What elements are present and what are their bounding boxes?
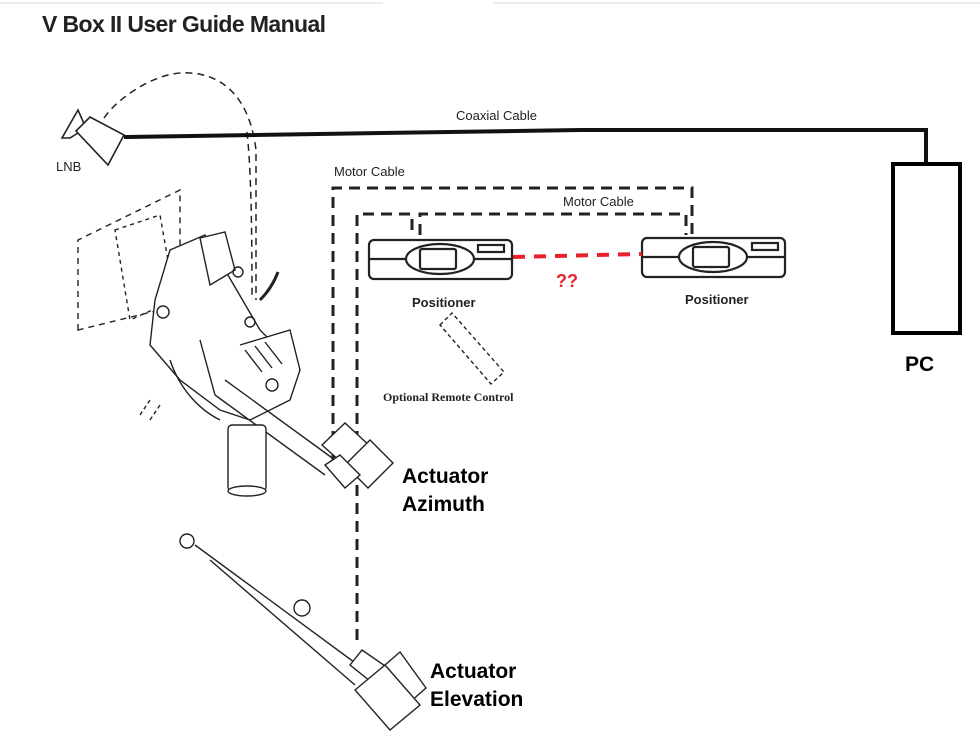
page-title: V Box II User Guide Manual — [42, 11, 326, 37]
motor-cable-inner — [355, 212, 414, 640]
actuator-elevation-icon — [179, 533, 427, 731]
pc-label: PC — [905, 353, 934, 376]
lnb-label: LNB — [56, 159, 81, 174]
unknown-link-label: ?? — [556, 271, 578, 291]
dish-mount-icon — [77, 188, 336, 497]
pc-icon — [891, 162, 962, 335]
lnb-icon — [60, 108, 126, 167]
feed-arm-arc-inner — [246, 131, 253, 301]
top-border-right — [493, 2, 980, 4]
positioner-left-icon — [367, 238, 514, 281]
positioner-left-label: Positioner — [412, 295, 476, 310]
positioner-right-icon — [640, 236, 787, 279]
remote-control-icon — [439, 311, 505, 386]
motor-cable-outer — [331, 186, 694, 460]
motor-cable-outer-label: Motor Cable — [334, 164, 405, 179]
actuator-azimuth-label-line2: Azimuth — [402, 493, 485, 516]
coaxial-cable-label: Coaxial Cable — [456, 108, 537, 123]
feed-arm-arc — [103, 72, 257, 300]
positioner-right-label: Positioner — [685, 292, 749, 307]
motor-cable-inner-right — [418, 212, 688, 235]
motor-cable-inner-label: Motor Cable — [563, 194, 634, 209]
actuator-azimuth-icon — [320, 422, 394, 489]
top-border-left — [0, 2, 383, 4]
actuator-elevation-label-line1: Actuator — [430, 660, 516, 683]
unknown-link-line — [512, 252, 643, 259]
coaxial-cable — [123, 128, 928, 163]
actuator-azimuth-label-line1: Actuator — [402, 465, 488, 488]
actuator-elevation-label-line2: Elevation — [430, 688, 523, 711]
remote-control-label: Optional Remote Control — [383, 390, 514, 404]
